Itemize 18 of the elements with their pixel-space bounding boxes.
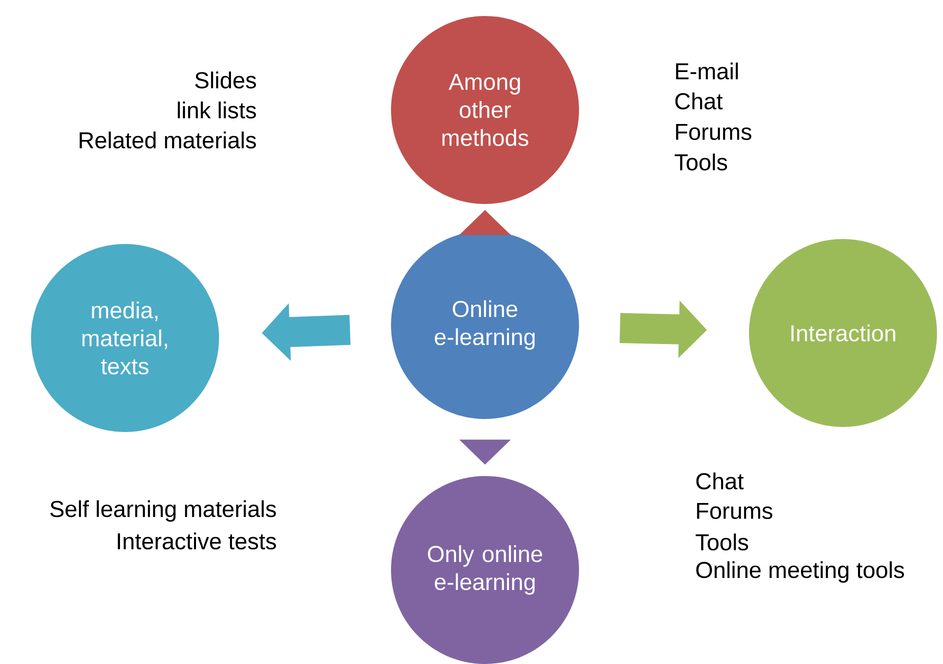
circle-node: media, material, texts	[31, 244, 219, 432]
circle-node: Only online e-learning	[391, 476, 579, 664]
list-item: Forums	[697, 502, 772, 520]
circle-node: Among other methods	[391, 16, 579, 204]
list-item: Related materials	[80, 132, 256, 148]
list-item: Forums	[676, 124, 752, 140]
list-item: Chat	[675, 92, 723, 110]
list-item: link lists	[178, 102, 256, 118]
circle-node: Online e-learning	[391, 231, 579, 419]
list-item: Slides	[195, 72, 256, 88]
list-item: E-mail	[676, 62, 738, 80]
circle-node: Interaction	[749, 239, 937, 427]
list-item: Tools	[674, 154, 728, 170]
list-item: Online meeting tools	[696, 561, 904, 583]
list-item: Interactive tests	[118, 532, 276, 550]
list-item: Self learning materials	[50, 500, 276, 522]
list-item: Tools	[696, 534, 748, 550]
list-item: Chat	[696, 472, 744, 490]
